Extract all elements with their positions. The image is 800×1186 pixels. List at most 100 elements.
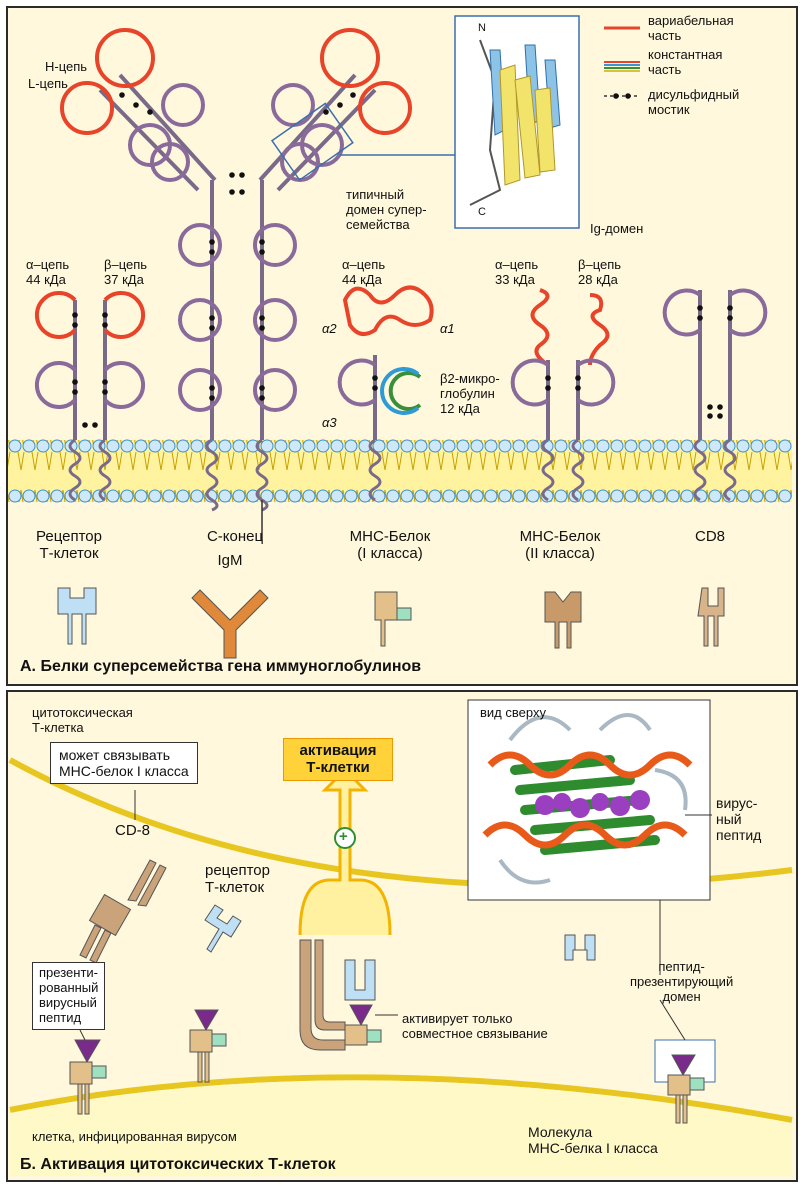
- lipid-head: [582, 489, 596, 503]
- coactivation-label: активирует только совместное связывание: [402, 1011, 548, 1041]
- lipid-head: [554, 489, 568, 503]
- lipid-head: [36, 489, 50, 503]
- lipid-head: [764, 439, 778, 453]
- tcr-beta-label: β–цепь 37 кДа: [104, 257, 148, 287]
- lipid-head: [232, 489, 246, 503]
- plus-icon: +: [339, 828, 348, 845]
- lipid-head: [386, 439, 400, 453]
- lipid-head: [512, 439, 526, 453]
- panel-b-caption: Б. Активация цитотоксических Т-клеток: [20, 1156, 336, 1173]
- lipid-head: [778, 439, 792, 453]
- cd8-label: CD8: [694, 528, 725, 545]
- infected-cell-label: клетка, инфицированная вирусом: [32, 1129, 237, 1144]
- lipid-head: [260, 489, 274, 503]
- lipid-head: [624, 439, 638, 453]
- mhc-with-peptide-right: [654, 1039, 716, 1124]
- activation-arrow: [298, 767, 392, 936]
- lipid-head: [428, 489, 442, 503]
- tcr-label: Рецептор Т-клеток: [36, 528, 102, 563]
- lipid-head: [8, 489, 22, 503]
- tcr-alpha-label: α–цепь 44 кДа: [26, 257, 70, 287]
- presented-peptide-callout: презенти- рованный вирусный пептид: [32, 962, 106, 1030]
- lipid-head: [148, 439, 162, 453]
- lipid-head: [778, 489, 792, 503]
- lipid-head: [78, 439, 92, 453]
- lipid-head: [246, 439, 260, 453]
- lipid-head: [316, 489, 330, 503]
- lipid-head: [484, 439, 498, 453]
- mhc-class-1: [337, 285, 434, 502]
- panel-a-caption: А. Белки суперсемейства гена иммуноглобу…: [20, 658, 422, 675]
- lipid-head: [652, 439, 666, 453]
- lipid-head: [302, 439, 316, 453]
- lipid-head: [652, 489, 666, 503]
- mhc-top-view-inset: [467, 699, 712, 1041]
- lipid-head: [190, 439, 204, 453]
- lipid-head: [666, 439, 680, 453]
- lipid-head: [260, 439, 274, 453]
- lipid-head: [120, 489, 134, 503]
- lipid-head: [162, 489, 176, 503]
- lipid-head: [428, 439, 442, 453]
- mhc2-beta-label: β–цепь 28 кДа: [578, 257, 622, 287]
- lipid-head: [400, 489, 414, 503]
- lipid-head: [288, 489, 302, 503]
- lipid-head: [372, 489, 386, 503]
- lipid-head: [470, 439, 484, 453]
- lipid-head: [414, 439, 428, 453]
- lipid-head: [666, 489, 680, 503]
- mhc2-alpha-label: α–цепь 33 кДа: [495, 257, 539, 287]
- lipid-head: [750, 439, 764, 453]
- lipid-head: [344, 439, 358, 453]
- lipid-head: [400, 439, 414, 453]
- peptide-domain-label: пептид- презентирующий домен: [630, 959, 734, 1004]
- viral-peptide-label: вирус- ный пептид: [716, 795, 762, 844]
- lipid-head: [680, 489, 694, 503]
- lipid-head: [484, 489, 498, 503]
- lipid-head: [512, 489, 526, 503]
- lipid-head: [442, 439, 456, 453]
- cd8-icon: [697, 587, 725, 647]
- lipid-head: [610, 489, 624, 503]
- lipid-head: [316, 439, 330, 453]
- lipid-head: [526, 489, 540, 503]
- lipid-head: [596, 439, 610, 453]
- h-chain-label: Н-цепь: [45, 59, 88, 74]
- lipid-head: [120, 439, 134, 453]
- ig-domain-inset: [454, 15, 580, 229]
- lipid-head: [736, 489, 750, 503]
- lipid-head: [218, 489, 232, 503]
- mhc1-icon: [374, 591, 412, 647]
- lipid-head: [442, 489, 456, 503]
- co-binding-complex: [299, 939, 382, 1051]
- c-term-label: С-конец: [206, 528, 264, 545]
- lipid-head: [568, 439, 582, 453]
- lipid-head: [372, 439, 386, 453]
- lipid-head: [274, 489, 288, 503]
- igm-antibody: [60, 28, 455, 540]
- cd8-molecule: [662, 288, 768, 502]
- activation-label: активация Т-клетки: [283, 738, 393, 781]
- lipid-head: [50, 439, 64, 453]
- igm-label: IgM: [217, 552, 243, 569]
- cd8-on-tcell: [79, 859, 167, 964]
- lipid-head: [638, 489, 652, 503]
- legend: [604, 26, 640, 99]
- legend-variable-label: вариабельная часть: [648, 13, 734, 43]
- panel-a: [6, 6, 798, 686]
- lipid-head: [456, 439, 470, 453]
- lipid-head: [330, 439, 344, 453]
- lipid-head: [176, 489, 190, 503]
- igm-icon: [191, 589, 269, 659]
- lipid-head: [50, 489, 64, 503]
- mhc1-alpha-label: α–цепь 44 кДа: [342, 257, 386, 287]
- top-view-label: вид сверху: [480, 705, 546, 720]
- lipid-head: [750, 489, 764, 503]
- mhc2-label: МНС-Белок (II класса): [519, 528, 601, 563]
- lipid-head: [190, 489, 204, 503]
- lipid-head: [624, 489, 638, 503]
- lipid-head: [638, 439, 652, 453]
- lipid-head: [148, 489, 162, 503]
